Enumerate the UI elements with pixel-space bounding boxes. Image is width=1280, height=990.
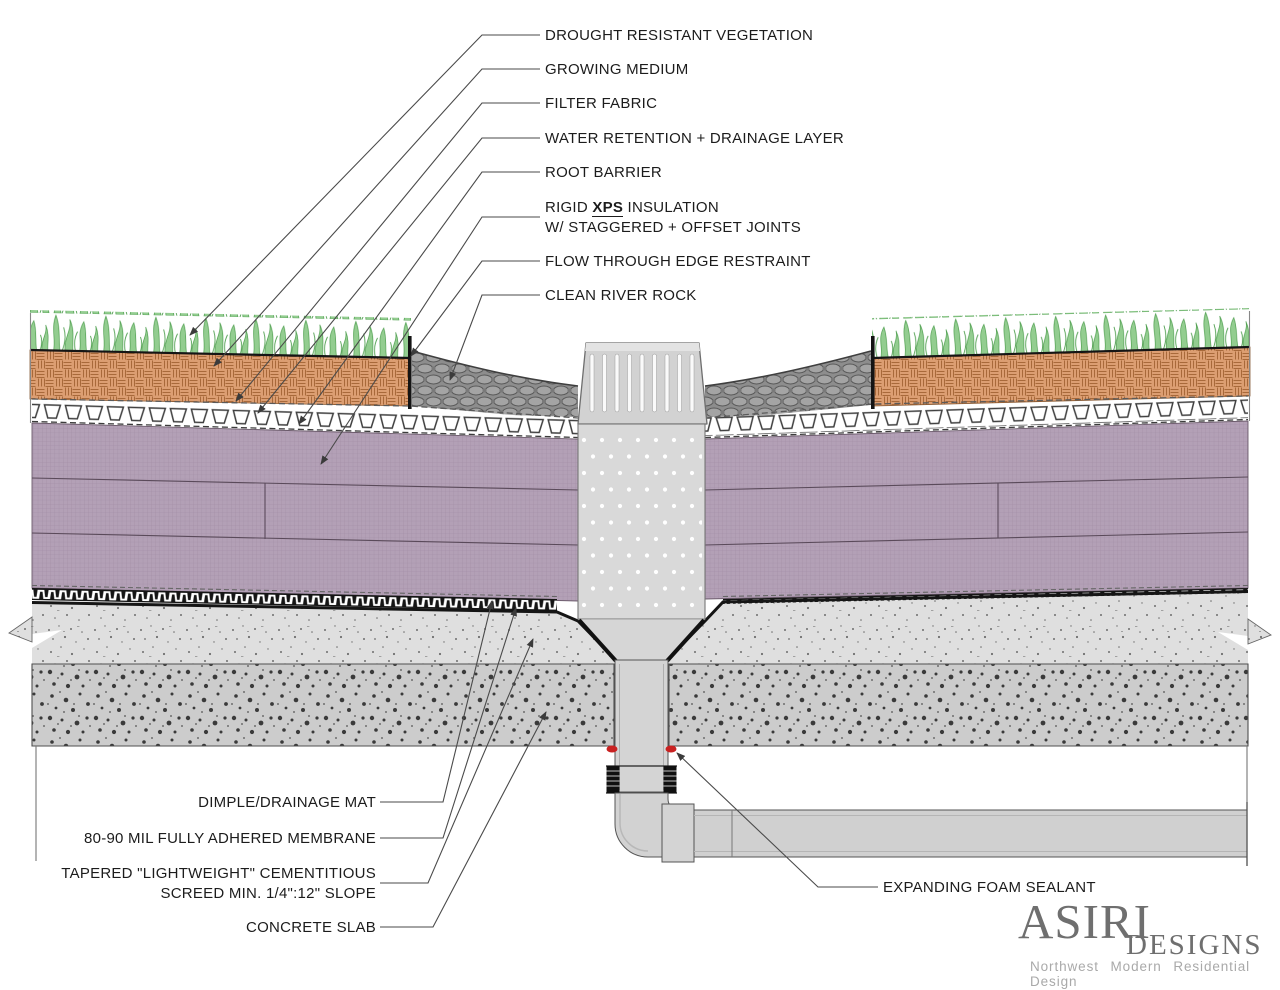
callout-screed-line2: SCREED MIN. 1/4":12" SLOPE	[160, 885, 376, 902]
callout-filter-fabric: FILTER FABRIC	[545, 95, 658, 112]
medium-surface-line-right	[872, 345, 1251, 360]
callout-clean-river-rock: CLEAN RIVER ROCK	[545, 287, 697, 304]
callout-growing-medium: GROWING MEDIUM	[545, 61, 689, 78]
pipe-horizontal	[693, 809, 1248, 858]
brand-logo-suffix: DESIGNS	[1126, 929, 1263, 961]
brand-logo-name: ASIRI	[1018, 894, 1151, 949]
screed-right	[669, 593, 1248, 664]
leader-water-retention	[257, 137, 540, 414]
medium-surface-line-left	[29, 348, 411, 360]
drain-assembly	[577, 342, 1248, 866]
leader-edge-restraint	[410, 260, 540, 357]
leader-root-barrier	[298, 171, 540, 425]
root-barrier-left	[31, 420, 579, 439]
root-barrier-right	[704, 418, 1249, 439]
growing-medium-left	[29, 349, 411, 407]
leader-screed	[380, 638, 534, 884]
river-rock-left	[412, 351, 578, 421]
drain-pipe-vertical	[614, 659, 669, 793]
callout-flow-through-edge-restraint: FLOW THROUGH EDGE RESTRAINT	[545, 253, 811, 270]
xps-joints-right	[704, 476, 1249, 546]
river-rock-surface-left	[411, 350, 579, 387]
drain-grate-slots	[589, 353, 695, 413]
xps-joints-left	[31, 477, 579, 546]
brand-tagline: Northwest Modern Residential Design	[1030, 959, 1251, 989]
xps-pre: RIGID	[545, 199, 593, 216]
leader-membrane	[380, 607, 517, 839]
leader-vegetation	[189, 34, 540, 336]
roof-assembly-left	[29, 310, 579, 611]
callout-membrane: 80-90 MIL FULLY ADHERED MEMBRANE	[84, 830, 376, 847]
xps-term: XPS	[592, 199, 624, 217]
callout-drought-resistant-vegetation: DROUGHT RESISTANT VEGETATION	[545, 27, 814, 44]
callout-dimple-drainage-mat: DIMPLE/DRAINAGE MAT	[198, 794, 376, 811]
dimple-mat-left	[32, 588, 557, 611]
funnel-edge-left	[577, 618, 618, 663]
concrete-slab-right	[668, 663, 1249, 747]
leader-filter-fabric	[235, 102, 540, 402]
leader-dimple-mat	[380, 600, 494, 803]
river-rock-surface-right	[704, 350, 872, 387]
callout-screed-line1: TAPERED "LIGHTWEIGHT" CEMENTITIOUS	[61, 865, 376, 882]
river-rock-right	[705, 351, 871, 421]
edge-restraint-left	[408, 336, 412, 409]
concrete-slab-left	[31, 663, 615, 747]
leader-growing-medium	[213, 68, 540, 367]
screed-left	[32, 604, 614, 664]
callout-root-barrier: ROOT BARRIER	[545, 164, 662, 181]
foam-sealant-left	[606, 745, 618, 753]
leader-xps	[320, 216, 540, 465]
drain-grate-top-band	[585, 343, 700, 351]
callout-concrete-slab: CONCRETE SLAB	[246, 919, 376, 936]
xps-post: INSULATION	[623, 199, 719, 216]
break-symbol-left	[8, 616, 62, 648]
xps-insulation-right	[704, 420, 1249, 600]
edge-restraint-right	[871, 336, 875, 409]
funnel-edge-right	[665, 618, 706, 663]
leader-lines	[189, 34, 878, 928]
vegetation-right	[872, 308, 1250, 360]
vegetation-left	[30, 310, 411, 360]
callout-expanding-foam-sealant: EXPANDING FOAM SEALANT	[883, 879, 1096, 896]
pipe-elbow-highlight	[619, 794, 649, 852]
break-symbol-right	[1218, 618, 1272, 650]
roof-assembly-right	[704, 308, 1251, 611]
foam-sealant-right	[665, 745, 677, 753]
leader-sealant	[676, 752, 878, 888]
xps-insulation-left	[31, 422, 579, 602]
filter-fabric-left	[31, 398, 579, 419]
drain-body-perforations	[581, 432, 702, 616]
leader-slab	[380, 711, 547, 928]
xps-line2: W/ STAGGERED + OFFSET JOINTS	[545, 219, 802, 236]
callout-water-retention-drainage-layer: WATER RETENTION + DRAINAGE LAYER	[545, 130, 845, 147]
callout-xps-insulation: RIGID XPS INSULATION W/ STAGGERED + OFFSE…	[545, 198, 801, 238]
leader-river-rock	[449, 294, 540, 381]
filter-fabric-right	[704, 395, 1249, 419]
drainage-cup-layer-right	[705, 399, 1248, 436]
pipe-hub-fitting	[661, 803, 695, 863]
